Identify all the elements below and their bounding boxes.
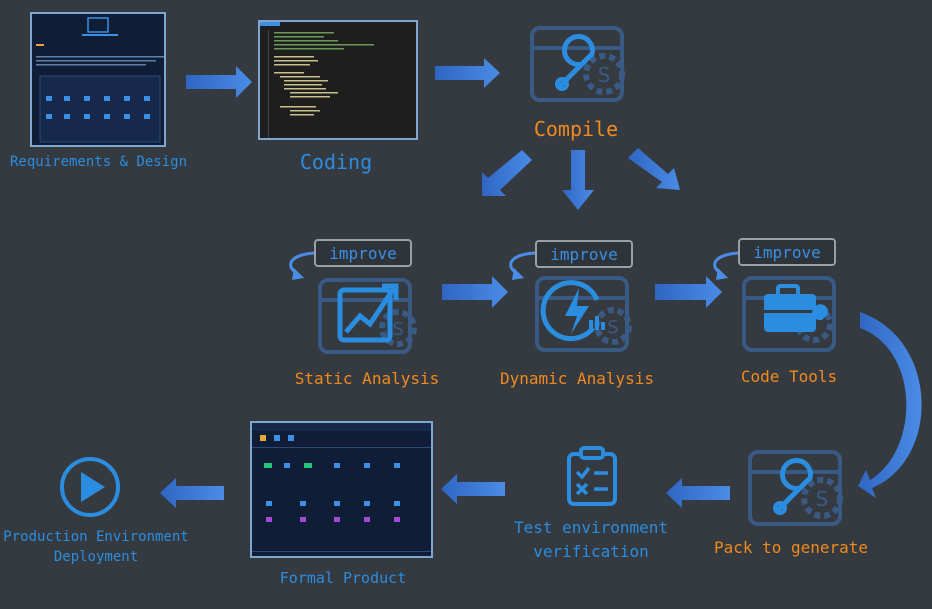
arrow-coding-to-compile xyxy=(435,58,500,88)
arrow-pack-to-test xyxy=(666,478,730,508)
coding-screenshot xyxy=(258,20,418,140)
improve-loop-arrow-tools xyxy=(713,251,741,276)
arrow-static-to-dynamic xyxy=(442,276,508,308)
svg-text:S: S xyxy=(816,487,829,511)
requirements-design-screenshot xyxy=(30,12,166,147)
svg-text:S: S xyxy=(607,317,618,338)
arrow-compile-to-tools xyxy=(628,148,680,190)
label-formal-product: Formal Product xyxy=(279,569,407,587)
arrow-product-to-deploy xyxy=(160,478,224,508)
arrow-tools-to-pack xyxy=(858,312,922,498)
lightning-icon: S xyxy=(535,276,632,352)
improve-loop-arrow-dynamic xyxy=(509,251,537,276)
label-dynamic-analysis: Dynamic Analysis xyxy=(499,369,655,388)
label-test-line2: verification xyxy=(533,542,649,561)
arrow-test-to-product xyxy=(441,474,505,504)
label-deploy-line2: Deployment xyxy=(53,549,139,565)
label-pack: Pack to generate xyxy=(713,538,869,557)
arrow-compile-to-static xyxy=(482,150,532,196)
improve-badge-static: improve xyxy=(314,239,412,267)
improve-badge-tools: improve xyxy=(738,238,836,266)
wrench-gear-icon: S xyxy=(530,26,625,102)
label-test-line1: Test environment xyxy=(513,518,669,537)
toolbox-icon xyxy=(742,276,836,352)
improve-loop-arrow-static xyxy=(289,251,317,276)
improve-badge-dynamic: improve xyxy=(535,240,633,268)
checklist-icon xyxy=(567,446,617,506)
arrow-compile-to-dynamic xyxy=(562,150,594,210)
label-compile: Compile xyxy=(533,117,619,141)
svg-text:S: S xyxy=(392,319,403,340)
arrow-req-to-coding xyxy=(186,66,252,98)
label-static-analysis: Static Analysis xyxy=(294,369,440,388)
arrow-dynamic-to-tools xyxy=(655,276,722,308)
formal-product-screenshot xyxy=(250,421,433,558)
label-deploy-line1: Production Environment xyxy=(3,529,189,545)
label-requirements: Requirements & Design xyxy=(10,154,188,170)
wrench-gear-icon-pack: S xyxy=(748,450,843,526)
label-coding: Coding xyxy=(299,150,373,174)
label-code-tools: Code Tools xyxy=(740,367,838,386)
play-icon xyxy=(60,457,120,517)
svg-text:S: S xyxy=(598,63,611,87)
chart-trend-icon: S xyxy=(318,278,417,354)
